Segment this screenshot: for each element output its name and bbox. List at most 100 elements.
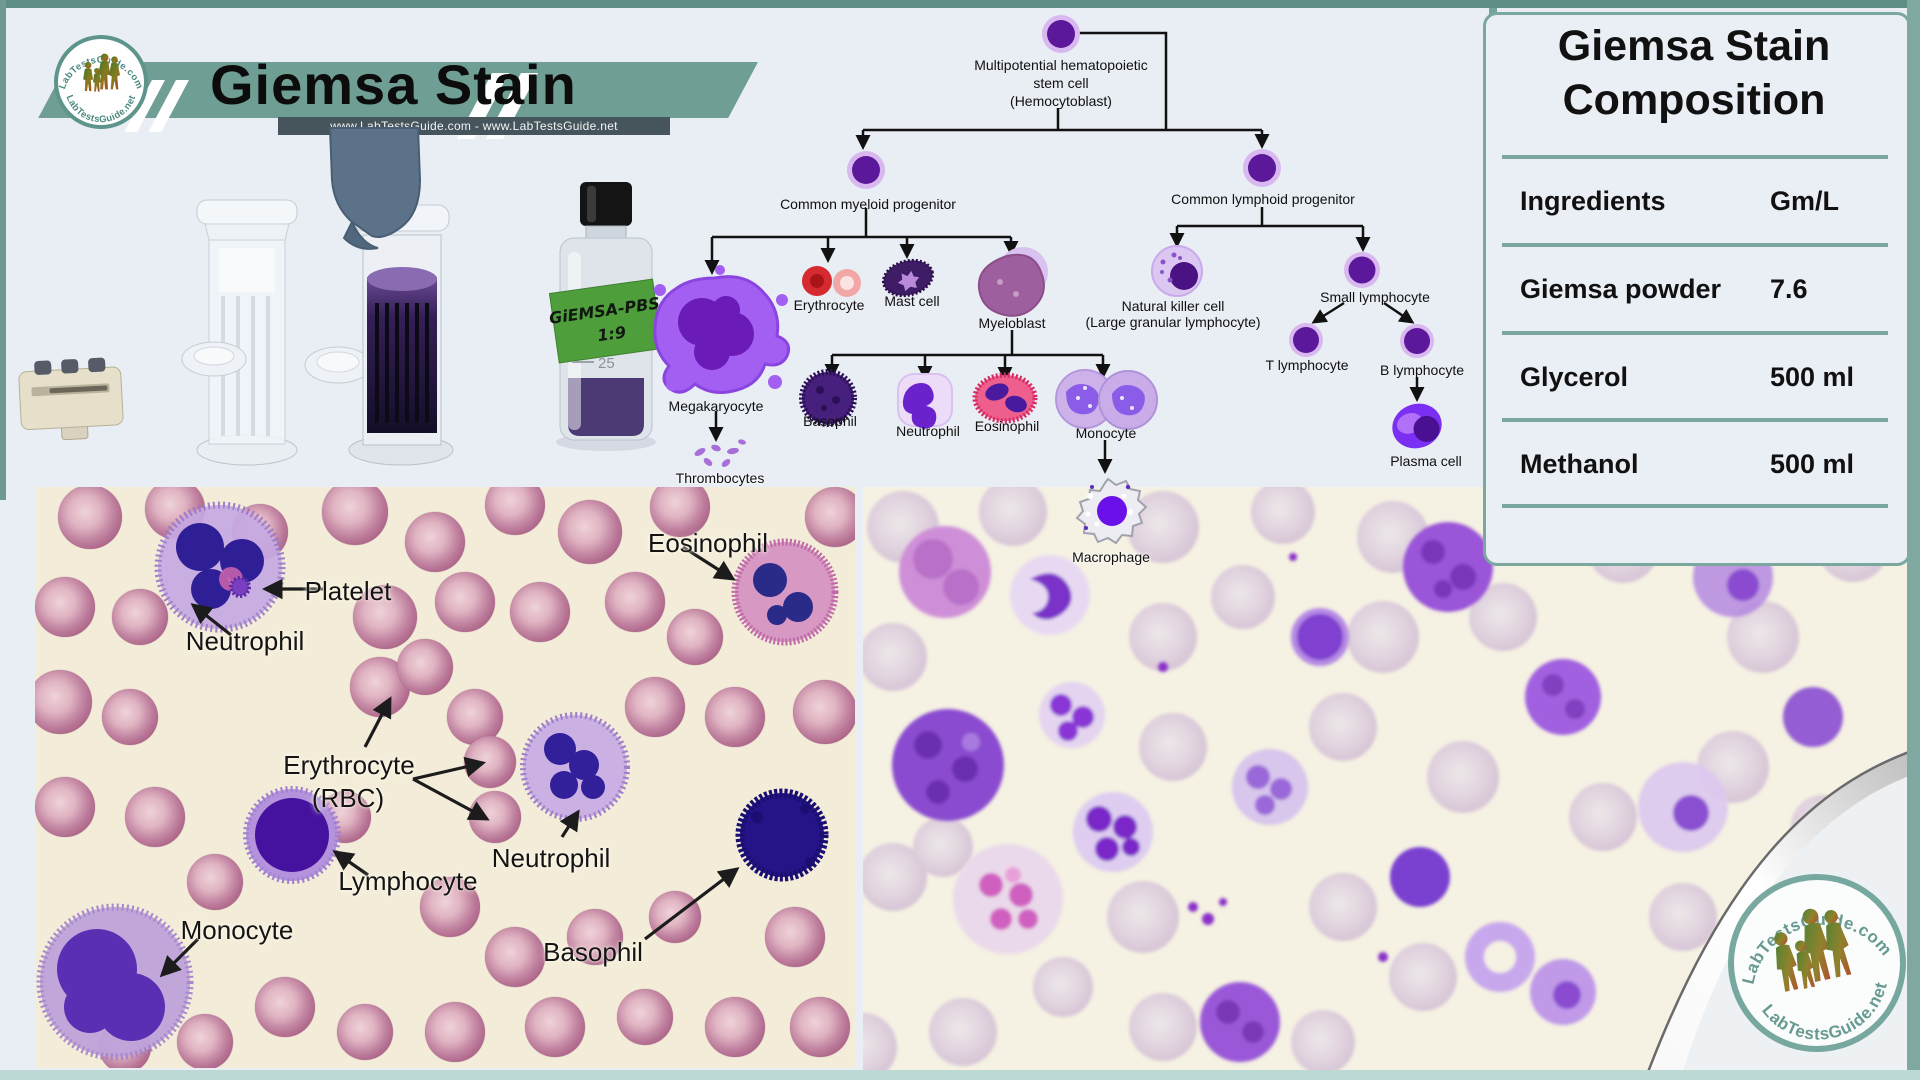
smear-label-basophil: Basophil [543,937,643,967]
erythrocyte-cells [802,266,861,297]
faint-neutrophil [1232,749,1308,825]
brand-logo-footer: LabTestsGuide.com LabTestsGuide.net [1727,874,1906,1056]
brand-logo-header: LabTestsGuide.com LabTestsGuide.net [54,35,148,129]
comp-row-value: 500 ml [1770,449,1855,479]
bottle-label-line1: GiEMSA-PBS [548,293,661,327]
smear-label-eosinophil: Eosinophil [648,528,768,558]
composition-title-line2: Composition [1562,76,1826,124]
myeloid-progenitor-cell [847,151,885,189]
label-basophil: Basophil [803,413,857,429]
coplin-jar-empty [196,199,298,466]
bottle-label-line2: 1:9 [596,322,627,345]
myeloblast-cell [977,247,1048,317]
comp-row-value: 7.6 [1770,274,1808,304]
label-myeloblast: Myeloblast [978,315,1046,331]
basophil-cell [735,788,829,882]
blood-smear-left [35,487,855,1068]
bottle-graduation: 25 [598,355,615,372]
label-myeloid-progenitor: Common myeloid progenitor [780,196,956,212]
smear-label-neutrophil-right: Neutrophil [491,843,611,873]
comp-row-name: Methanol [1520,449,1639,479]
neutrophil [1010,555,1090,635]
plasma-cell-glyph [1392,403,1442,449]
divider [1502,243,1888,247]
label-nk-line2: (Large granular lymphocyte) [1085,314,1261,330]
frame-right [1907,0,1920,1080]
platelet-cell [229,576,251,598]
neutrophil [1039,682,1105,748]
comp-row-name: Ingredients [1520,186,1666,216]
neutrophil-cell-right [520,712,630,822]
annotation-arrows [159,545,740,978]
label-lymphoid-progenitor: Common lymphoid progenitor [1171,191,1355,207]
thrombocyte-specks [694,439,746,467]
divider [1502,331,1888,335]
label-megakaryocyte: Megakaryocyte [668,398,764,414]
monocyte-diagram-cells [1055,369,1158,430]
lab-timer [18,357,124,441]
smear-label-lymphocyte: Lymphocyte [338,866,478,896]
label-b-lymphocyte: B lymphocyte [1379,362,1465,378]
label-nk-line1: Natural killer cell [1121,298,1225,314]
label-erythrocyte: Erythrocyte [793,297,865,313]
giemsa-bottle: GiEMSA-PBS 1:9 25 [548,182,663,451]
smear-label-platelet: Platelet [304,576,392,606]
jar-lid [181,341,247,377]
website-url-strip: www.LabTestsGuide.com - www.LabTestsGuid… [278,117,670,135]
monocyte-cell [36,903,194,1061]
page-title: Giemsa Stain [210,53,577,116]
pale-cell [1638,762,1728,852]
smear-label-rbc: (RBC) [311,783,385,813]
segmented-neutrophil [1073,792,1153,872]
stem-cell [1042,15,1080,53]
eosinophil-diagram-cell [972,372,1038,424]
label-neutrophil: Neutrophil [896,423,960,439]
comp-row-name: Giemsa powder [1520,274,1722,304]
platelet-specks [1158,553,1388,962]
eosinophil-cell [731,538,839,646]
gloved-hand [328,127,422,250]
label-thrombocytes: Thrombocytes [675,470,765,486]
label-stem-line1: Multipotential hematopoietic [974,57,1148,73]
label-plasma-cell: Plasma cell [1390,453,1462,469]
small-lymphocyte-cell [1344,252,1380,288]
lymphocyte-cell [243,786,341,884]
comp-row-name: Glycerol [1520,362,1629,392]
frame-left [0,0,6,500]
b-lymphocyte-cell [1400,324,1434,358]
label-macrophage: Macrophage [1072,549,1150,565]
mottled-cell [1525,659,1601,735]
coplin-jar-stain [348,204,454,466]
divider [1502,155,1888,159]
ring-cell [1465,922,1535,992]
smear-label-neutrophil-top: Neutrophil [185,626,305,656]
t-lymphocyte-cell [1289,323,1323,357]
mottled-cell [1200,982,1280,1062]
divider [1502,504,1888,508]
smear-label-erythrocyte: Erythrocyte [283,750,415,780]
neutrophil-diagram-cell [897,373,953,429]
large-granular-cell [892,709,1004,821]
jar-lid [304,346,372,384]
megakaryocyte-cell [653,265,791,394]
label-eosinophil: Eosinophil [974,418,1040,434]
label-t-lymphocyte: T lymphocyte [1265,357,1349,373]
nk-cell [1151,245,1203,297]
label-stem-line3: (Hemocytoblast) [1010,93,1112,109]
ring-cell [1530,959,1596,1025]
label-small-lymphocyte: Small lymphocyte [1320,289,1430,305]
lymphoid-progenitor-cell [1243,149,1281,187]
label-monocyte: Monocyte [1075,425,1137,441]
comp-row-value: Gm/L [1770,186,1840,216]
neutrophil-cell-top [154,501,286,633]
mottled-cell [1403,522,1493,612]
divider [1502,418,1888,422]
comp-row-value: 500 ml [1770,362,1855,392]
frame-top [0,0,1920,8]
frame-bottom [0,1070,1920,1080]
label-mast-cell: Mast cell [884,293,940,309]
label-stem-line2: stem cell [1033,75,1089,91]
eosinophil [953,844,1063,954]
composition-title-line1: Giemsa Stain [1557,22,1831,70]
